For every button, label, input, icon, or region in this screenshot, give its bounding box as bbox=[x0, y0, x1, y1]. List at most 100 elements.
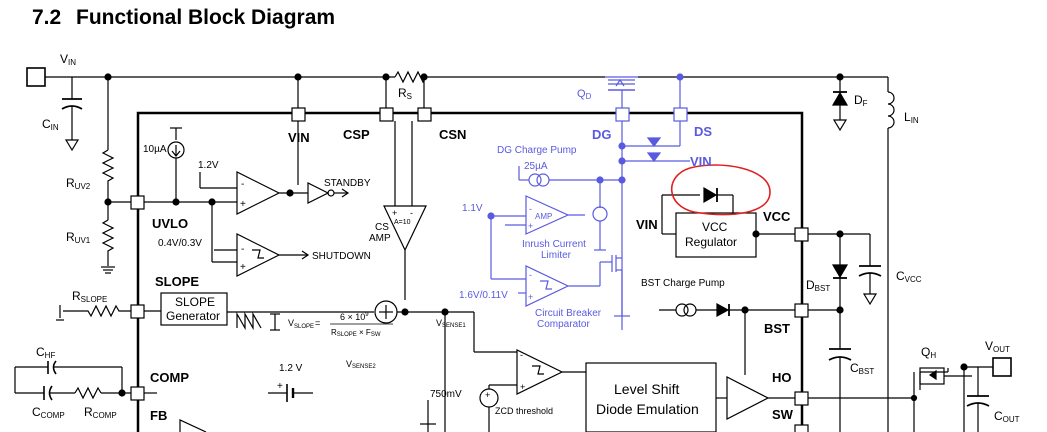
comp-label: COMP bbox=[150, 370, 189, 385]
bst-pump-label: BST Charge Pump bbox=[641, 278, 725, 289]
inrush-label-2: Limiter bbox=[541, 250, 572, 261]
v11-label: 1.1V bbox=[462, 203, 483, 214]
dbst-diode bbox=[831, 264, 849, 279]
amp-minus: - bbox=[529, 204, 532, 214]
lin-label: LIN bbox=[904, 110, 919, 125]
ruv2-label: RUV2 bbox=[66, 176, 91, 191]
cmp-minus-2: - bbox=[241, 244, 244, 255]
bypass-diode bbox=[703, 186, 718, 204]
ho-pin-label: HO bbox=[772, 370, 792, 385]
level-shift-label-2: Diode Emulation bbox=[596, 401, 699, 417]
current-10ua-label: 10µA bbox=[143, 144, 167, 155]
bst-pin bbox=[794, 303, 809, 318]
ho-driver bbox=[726, 376, 770, 420]
section-title: Functional Block Diagram bbox=[76, 6, 336, 29]
vin-reg-label: VIN bbox=[636, 217, 658, 232]
df-diode bbox=[831, 91, 849, 106]
level-shift-label-1: Level Shift bbox=[614, 381, 679, 397]
ccomp-label: CCOMP bbox=[32, 405, 65, 420]
cmp-plus-1: + bbox=[240, 199, 246, 210]
vin-pin-label: VIN bbox=[288, 130, 310, 145]
sw-pin bbox=[794, 424, 809, 432]
ref-plus: + bbox=[277, 381, 283, 392]
dbst-label: DBST bbox=[806, 278, 830, 293]
error-amplifier bbox=[179, 419, 207, 432]
vcc-reg-label-2: Regulator bbox=[685, 235, 737, 249]
vsense1-label: VSENSE1 bbox=[436, 318, 466, 329]
ds-pin bbox=[673, 107, 688, 122]
v750-label: 750mV bbox=[430, 389, 462, 400]
csp-pin-label: CSP bbox=[343, 127, 370, 142]
dg-pump-source-1 bbox=[528, 173, 542, 187]
vslope-label: VSLOPE= bbox=[288, 318, 320, 330]
bst-pump-source-2 bbox=[683, 303, 697, 317]
inrush-amplifier bbox=[525, 195, 570, 235]
cb-threshold-label: 1.6V/0.11V bbox=[459, 290, 508, 301]
slope-label: SLOPE bbox=[155, 274, 199, 289]
cs-amplifier bbox=[383, 205, 427, 252]
vin-blue-label: VIN bbox=[690, 154, 712, 169]
csn-pin-label: CSN bbox=[439, 127, 466, 142]
bst-pin-label: BST bbox=[764, 321, 790, 336]
fb-label: FB bbox=[150, 408, 167, 423]
comp-pin bbox=[130, 386, 145, 401]
dg-pin bbox=[615, 107, 630, 122]
zcd-minus: - bbox=[520, 350, 523, 360]
rs-label: RS bbox=[398, 86, 412, 101]
cout-label: COUT bbox=[994, 409, 1020, 424]
cvcc-label: CVCC bbox=[896, 269, 922, 284]
csn-pin bbox=[417, 107, 432, 122]
v12b-label: 1.2 V bbox=[279, 363, 303, 374]
amp-plus: + bbox=[528, 221, 533, 231]
vslope-numerator: 6 × 109 bbox=[340, 312, 369, 322]
cb-label-2: Comparator bbox=[537, 319, 590, 330]
vout-terminal bbox=[992, 357, 1012, 377]
dg-pin-label: DG bbox=[592, 127, 612, 142]
red-annotation-circle bbox=[670, 164, 771, 216]
cb-label-1: Circuit Breaker bbox=[535, 308, 602, 319]
qh-label: QH bbox=[921, 345, 936, 360]
cs-minus: - bbox=[410, 208, 413, 218]
sawtooth-symbol bbox=[236, 311, 262, 331]
shutdown-label: SHUTDOWN bbox=[312, 251, 371, 262]
zcd-comparator bbox=[516, 349, 564, 395]
dg-pump-label: DG Charge Pump bbox=[497, 145, 577, 156]
vout-label: VOUT bbox=[985, 339, 1010, 354]
zener-pair bbox=[646, 137, 662, 162]
ruv1-resistor bbox=[101, 219, 115, 266]
cb-minus: - bbox=[529, 270, 532, 280]
v04-label: 0.4V/0.3V bbox=[158, 238, 202, 249]
vcc-reg-label-1: VCC bbox=[702, 220, 728, 234]
cmp-plus-2: + bbox=[240, 262, 246, 273]
dg-pump-source-2 bbox=[536, 173, 550, 187]
standby-buffer bbox=[307, 182, 330, 204]
vcc-pin-label: VCC bbox=[763, 209, 791, 224]
standby-label: STANDBY bbox=[324, 178, 371, 189]
vin-terminal-label: VIN bbox=[60, 52, 76, 67]
cin-label: CIN bbox=[42, 117, 59, 132]
ds-pin-label: DS bbox=[694, 124, 712, 139]
cin-ground bbox=[64, 139, 80, 152]
cs-amp-label: AMP bbox=[369, 233, 391, 244]
uvlo-pin bbox=[130, 195, 145, 210]
level-shift-block bbox=[585, 362, 717, 432]
ruv2-resistor bbox=[101, 149, 115, 194]
zcd-source-plus: + bbox=[485, 390, 490, 400]
ic-boundary bbox=[136, 111, 804, 432]
bst-diode bbox=[716, 302, 730, 318]
df-label: DF bbox=[854, 93, 868, 108]
i25-label: 25µA bbox=[524, 161, 548, 172]
inrush-label-1: Inrush Current bbox=[522, 239, 586, 250]
vcc-pin bbox=[794, 227, 809, 242]
shutdown-comparator bbox=[236, 233, 281, 277]
cvcc-ground bbox=[862, 293, 878, 306]
sw-pin-label: SW bbox=[772, 407, 794, 422]
ruv1-label: RUV1 bbox=[66, 230, 91, 245]
bst-pump-source-1 bbox=[675, 303, 689, 317]
uvlo-comparator bbox=[236, 171, 281, 215]
rs-resistor bbox=[394, 70, 427, 84]
rslope-label: RSLOPE bbox=[72, 289, 107, 304]
cs-label: CS bbox=[375, 222, 389, 233]
vsense2-label: VSENSE2 bbox=[346, 359, 376, 370]
cs-plus: + bbox=[392, 208, 397, 218]
